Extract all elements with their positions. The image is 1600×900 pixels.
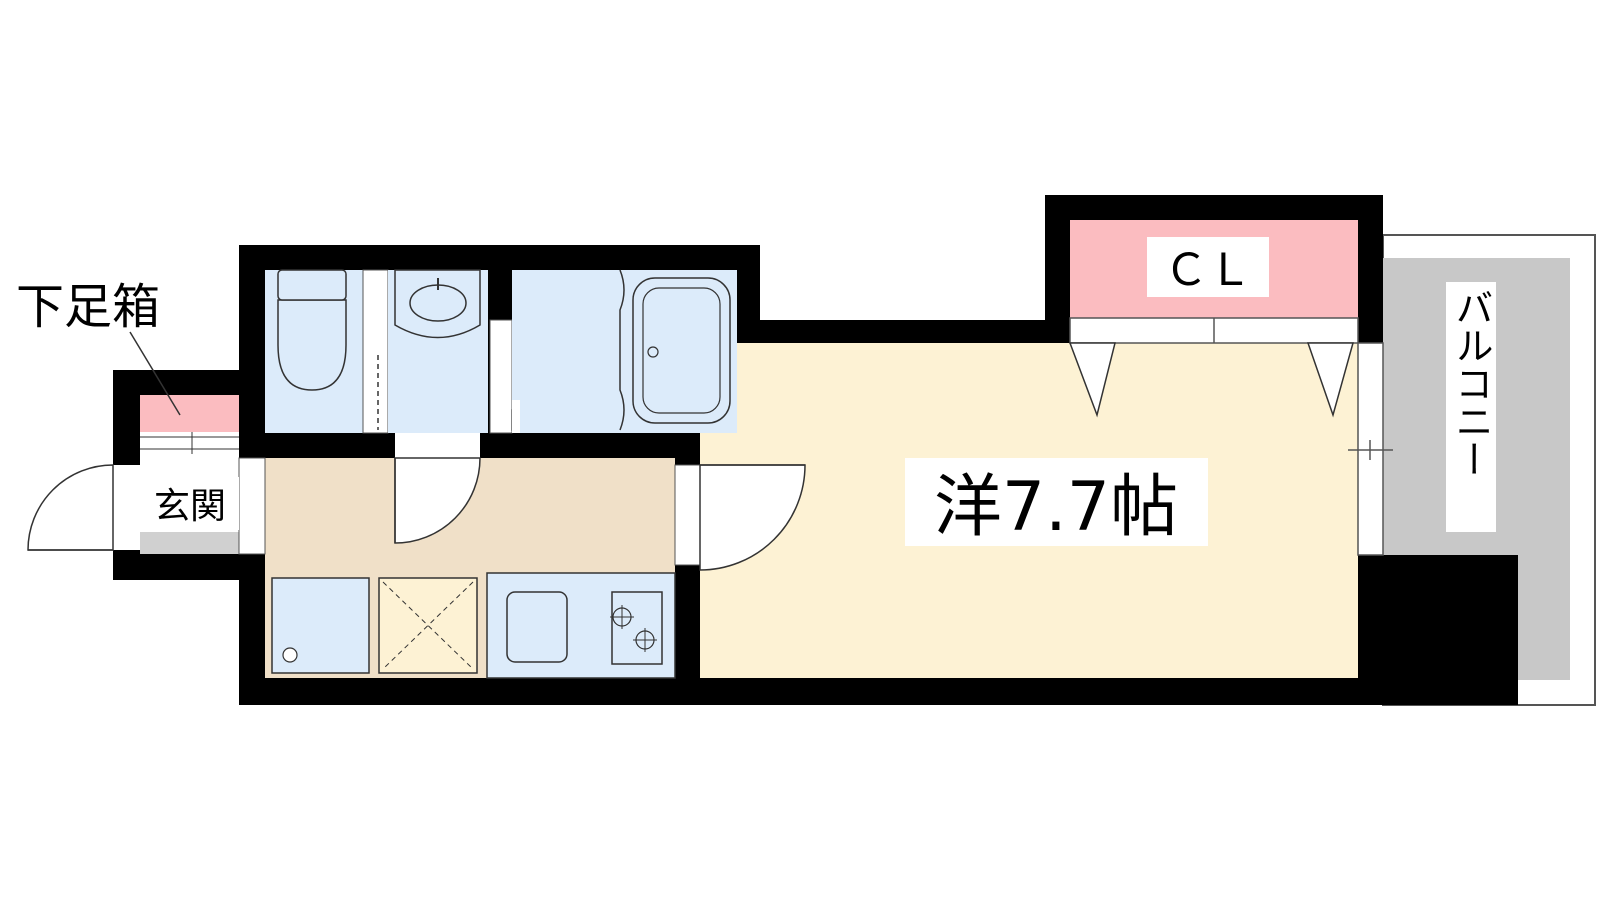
bath-curtain-line	[619, 269, 625, 431]
front-door-opening	[113, 465, 140, 550]
bath-door-frame	[489, 319, 513, 434]
closet-door-left	[1068, 342, 1116, 418]
shoe-box-label: 下足箱	[16, 279, 160, 335]
front-door-swing	[27, 464, 114, 551]
room-door-swing	[699, 464, 806, 571]
toilet-tank-icon	[277, 269, 347, 301]
stove-icon	[611, 591, 663, 665]
entrance-label-bg	[140, 477, 239, 530]
shoe-box-leader	[129, 331, 181, 416]
shoe-box-doors	[140, 432, 239, 454]
closet-label-bg	[1147, 237, 1269, 297]
sink-icon	[394, 269, 481, 339]
entrance-step	[238, 457, 266, 555]
balcony-label: バルコニー	[1449, 288, 1493, 478]
bathtub-icon	[632, 277, 731, 424]
fridge-cross-b	[382, 581, 474, 670]
room-door-frame	[674, 464, 701, 566]
washroom-door-swing	[394, 457, 481, 544]
toilet-door-frame	[362, 269, 389, 434]
room-label-bg	[905, 458, 1208, 546]
washroom-door-opening	[395, 433, 480, 458]
room-label: 洋7.7帖	[934, 468, 1178, 547]
shoe-box	[140, 395, 239, 432]
fridge-cross-a	[382, 581, 474, 670]
entrance-label: 玄関	[154, 486, 226, 527]
balcony-label-bg	[1446, 282, 1496, 532]
bath-drain-icon	[647, 346, 659, 358]
closet-door-right	[1306, 342, 1354, 418]
toilet-icon	[277, 299, 347, 391]
wall-balcony-corner	[1383, 555, 1518, 705]
bath-door-leaf-fill	[512, 400, 520, 433]
closet-label: ＣＬ	[1164, 245, 1252, 296]
exterior-notch	[760, 245, 1045, 320]
bathtub-inner-icon	[642, 287, 721, 414]
washing-machine-drain-icon	[282, 647, 298, 663]
kitchen-sink-icon	[506, 591, 568, 663]
